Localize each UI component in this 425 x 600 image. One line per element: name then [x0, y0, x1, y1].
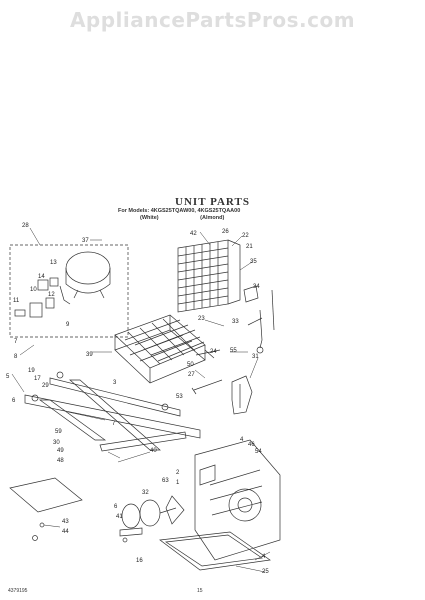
callout: 43: [62, 519, 69, 525]
callout: 1: [176, 480, 180, 486]
models-numbers: 4KGS25TQAW00, 4KGS25TQAA00: [150, 208, 241, 214]
callout: 53: [176, 394, 183, 400]
callout: 50: [187, 362, 194, 368]
callout: 34: [253, 284, 260, 290]
callout-labels: 28 37 13 14 10 12 11 9 42 26 22 21 35 34…: [6, 223, 269, 575]
models-prefix: For Models:: [118, 208, 150, 214]
leader-lines: [11, 227, 271, 573]
condenser-coil: [114, 314, 206, 384]
callout: 41: [116, 514, 123, 520]
callout: 59: [55, 429, 62, 435]
callout: 4: [240, 437, 244, 443]
callout: 27: [188, 372, 195, 378]
callout: 42: [190, 231, 197, 237]
callout: 9: [66, 322, 70, 328]
callout: 17: [34, 376, 41, 382]
callout: 46: [248, 442, 255, 448]
callout: 26: [222, 229, 229, 235]
callout: 19: [28, 368, 35, 374]
callout: 32: [142, 490, 149, 496]
callout: 24: [210, 349, 217, 355]
callout: 7: [112, 421, 116, 427]
callout: 22: [242, 233, 249, 239]
callout: 49: [57, 448, 64, 454]
callout: 2: [176, 470, 180, 476]
mounting-frame: [24, 371, 201, 452]
callout: 8: [14, 354, 18, 360]
fan-motor: [119, 495, 185, 543]
callout: 5: [6, 374, 10, 380]
callout: 21: [246, 244, 253, 250]
fan-shroud: [194, 439, 281, 561]
page-number: 15: [197, 588, 203, 594]
callout: 39: [86, 352, 93, 358]
callout: 28: [22, 223, 29, 229]
callout: 55: [230, 348, 237, 354]
callout: 10: [30, 287, 37, 293]
variant-almond: (Almond): [200, 215, 225, 221]
callout: 31: [252, 354, 259, 360]
callout: 30: [53, 440, 60, 446]
callout: 12: [48, 292, 55, 298]
callout: 37: [82, 238, 89, 244]
access-plate: [9, 477, 83, 541]
callout: 6: [114, 504, 118, 510]
callout: 7: [14, 339, 18, 345]
callout: 33: [232, 319, 239, 325]
callout: 13: [50, 260, 57, 266]
page-title: UNIT PARTS: [175, 196, 250, 208]
callout: 6: [12, 398, 16, 404]
callout: 16: [136, 558, 143, 564]
relay-parts: [14, 277, 71, 318]
drain-pan: [159, 531, 271, 571]
callout: 4: [262, 554, 266, 560]
document-number: 4379195: [8, 588, 28, 594]
variant-white: (White): [140, 215, 159, 221]
callout: 11: [13, 298, 20, 304]
tubing-parts: [191, 285, 275, 415]
watermark: AppliancePartsPros.com: [69, 8, 356, 32]
callout: 48: [57, 458, 64, 464]
model-list: For Models: 4KGS25TQAW00, 4KGS25TQAA00 (…: [118, 208, 318, 222]
evaporator-coil: [177, 239, 241, 313]
callout: 63: [162, 478, 169, 484]
callout: 3: [113, 380, 117, 386]
callout: 25: [262, 569, 269, 575]
callout: 14: [38, 274, 45, 280]
callout: 44: [62, 529, 69, 535]
compressor: [65, 251, 111, 299]
callout: 35: [250, 259, 257, 265]
callout: 23: [198, 316, 205, 322]
callout: 29: [42, 383, 49, 389]
callout: 40: [150, 448, 157, 454]
callout: 54: [255, 449, 262, 455]
